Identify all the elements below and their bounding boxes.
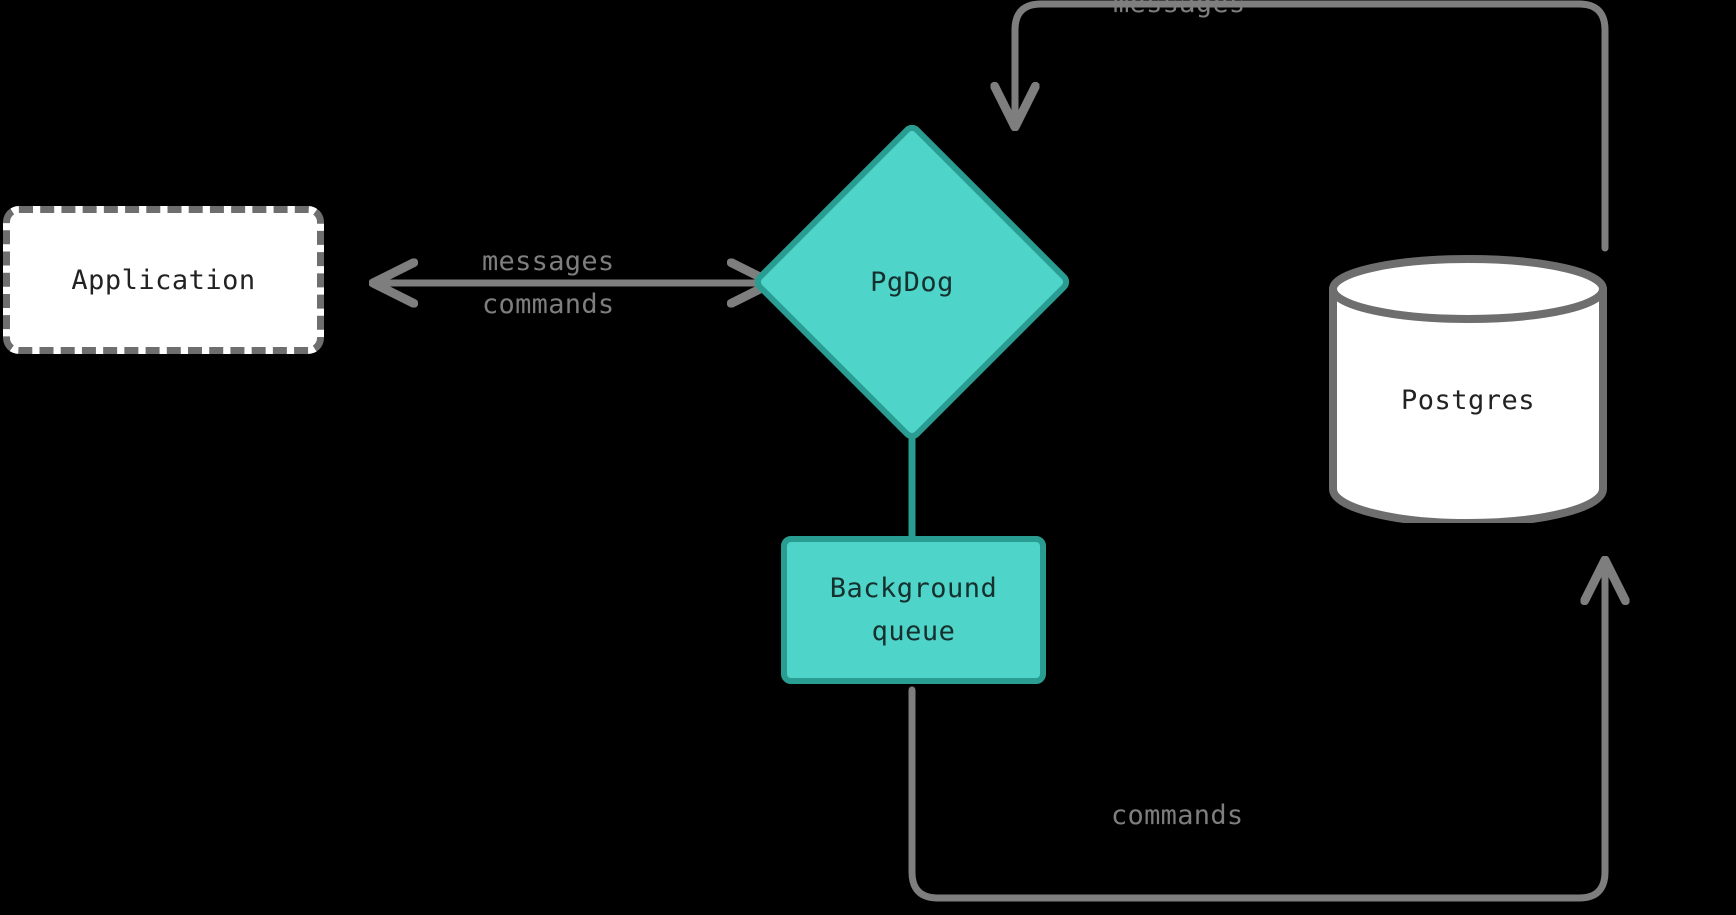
- edge-postgres-to-pgdog: [1015, 0, 1609, 252]
- cylinder-top: [1329, 255, 1607, 323]
- cylinder-body: [1329, 285, 1607, 523]
- node-background-queue[interactable]: [781, 536, 1046, 684]
- edge-queue-to-postgres: [908, 562, 1605, 902]
- node-application[interactable]: [3, 206, 324, 354]
- node-postgres[interactable]: [1329, 255, 1607, 523]
